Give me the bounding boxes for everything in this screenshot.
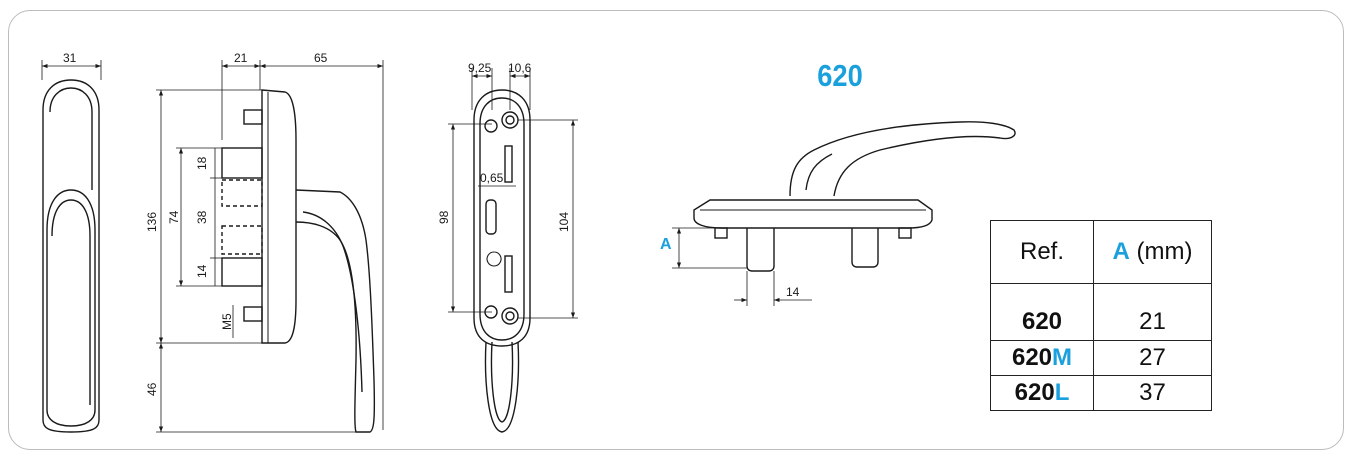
- ref-cell: 620L: [990, 375, 1094, 411]
- table-row: 620 21: [990, 283, 1212, 341]
- perspective-view: [672, 121, 1016, 306]
- table-row: 620M 27: [990, 340, 1212, 376]
- back-view: [448, 68, 578, 433]
- ref-base: 620: [1011, 344, 1053, 371]
- dim-21: 21: [234, 51, 248, 65]
- dim-14-perspective: 14: [786, 285, 800, 299]
- ref-base: 620: [1014, 379, 1055, 406]
- dim-74: 74: [167, 210, 181, 224]
- value-cell: 27: [1093, 340, 1212, 376]
- table-row: 620L 37: [990, 375, 1212, 411]
- ref-cell: 620M: [990, 340, 1094, 376]
- dim-136: 136: [145, 212, 159, 232]
- dim-104: 104: [557, 212, 571, 232]
- ref-suffix: L: [1054, 379, 1070, 406]
- reference-table: Ref. A (mm) 620 21 620M 27 620L 37: [990, 220, 1212, 411]
- dim-label-a: A: [660, 236, 672, 253]
- header-a-letter: A: [1112, 238, 1130, 265]
- dim-14: 14: [195, 264, 209, 278]
- dim-18: 18: [195, 156, 209, 170]
- ref-cell: 620: [990, 283, 1094, 341]
- dim-65: 65: [314, 51, 328, 65]
- header-a: A (mm): [1093, 220, 1212, 284]
- header-a-unit: (mm): [1136, 238, 1193, 265]
- value-cell: 21: [1093, 283, 1212, 341]
- dim-9-25: 9,25: [468, 61, 492, 75]
- dim-10-6: 10,6: [508, 61, 532, 75]
- ref-suffix: M: [1052, 344, 1073, 371]
- dim-m5: M5: [220, 313, 234, 330]
- dim-98: 98: [437, 210, 451, 224]
- side-view: [41, 60, 102, 433]
- table-header-row: Ref. A (mm): [990, 220, 1212, 284]
- header-ref: Ref.: [990, 220, 1094, 284]
- dim-46: 46: [145, 382, 159, 396]
- profile-view: [156, 60, 384, 433]
- ref-base: 620: [1021, 308, 1063, 335]
- model-title: 620: [817, 58, 863, 93]
- dim-38: 38: [195, 210, 209, 224]
- dim-width-31: 31: [63, 51, 77, 65]
- dim-0-65: 0,65: [480, 171, 504, 185]
- value-cell: 37: [1093, 375, 1212, 411]
